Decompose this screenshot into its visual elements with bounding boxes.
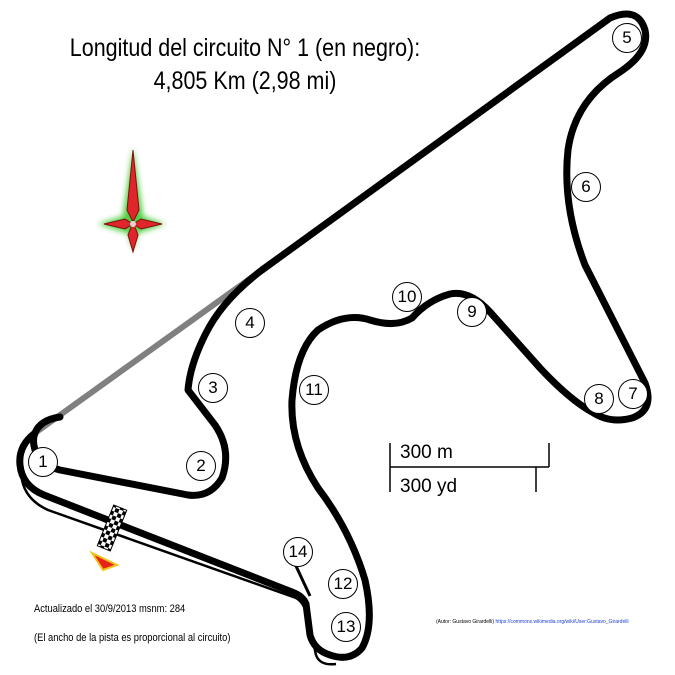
width-note: (El ancho de la pista es proporcional al… — [34, 632, 231, 644]
author-credit: (Autor: Gustavo Girardelli) https://comm… — [436, 619, 629, 625]
map-subtitle: 4,805 Km (2,98 mi) — [153, 67, 337, 95]
scale-metric-label: 300 m — [400, 442, 453, 463]
turn-marker-4: 4 — [235, 308, 265, 338]
turn-marker-6: 6 — [571, 172, 601, 202]
alternate-circuit-straight — [32, 267, 265, 436]
author-credit-link[interactable]: https://commons.wikimedia.org/wiki/User:… — [495, 619, 629, 625]
turn-marker-5: 5 — [612, 23, 642, 53]
turn-marker-3: 3 — [198, 373, 228, 403]
start-finish-line — [96, 504, 128, 552]
scale-imperial-label: 300 yd — [400, 476, 458, 497]
turn-marker-10: 10 — [392, 282, 422, 312]
turn-marker-7: 7 — [618, 379, 648, 409]
turn-marker-12: 12 — [328, 569, 358, 599]
map-title: Longitud del circuito N° 1 (en negro): — [69, 34, 421, 62]
main-circuit — [16, 10, 652, 661]
update-note: Actualizado el 30/9/2013 msnm: 284 — [34, 603, 186, 615]
turn-marker-8: 8 — [584, 384, 614, 414]
turn-marker-9: 9 — [457, 297, 487, 327]
turn-marker-1: 1 — [28, 447, 58, 477]
main-circuit-infield — [30, 266, 266, 499]
scale-bar — [389, 443, 550, 492]
compass-rose-icon — [98, 148, 165, 254]
author-credit-text: (Autor: Gustavo Girardelli) — [436, 619, 495, 625]
turn-marker-13: 13 — [331, 612, 361, 642]
turn-14-spur — [294, 565, 312, 597]
turn-marker-2: 2 — [186, 451, 216, 481]
turn-marker-14: 14 — [283, 537, 313, 567]
pit-exit-marker-icon — [89, 550, 120, 572]
turn-marker-11: 11 — [299, 375, 329, 405]
